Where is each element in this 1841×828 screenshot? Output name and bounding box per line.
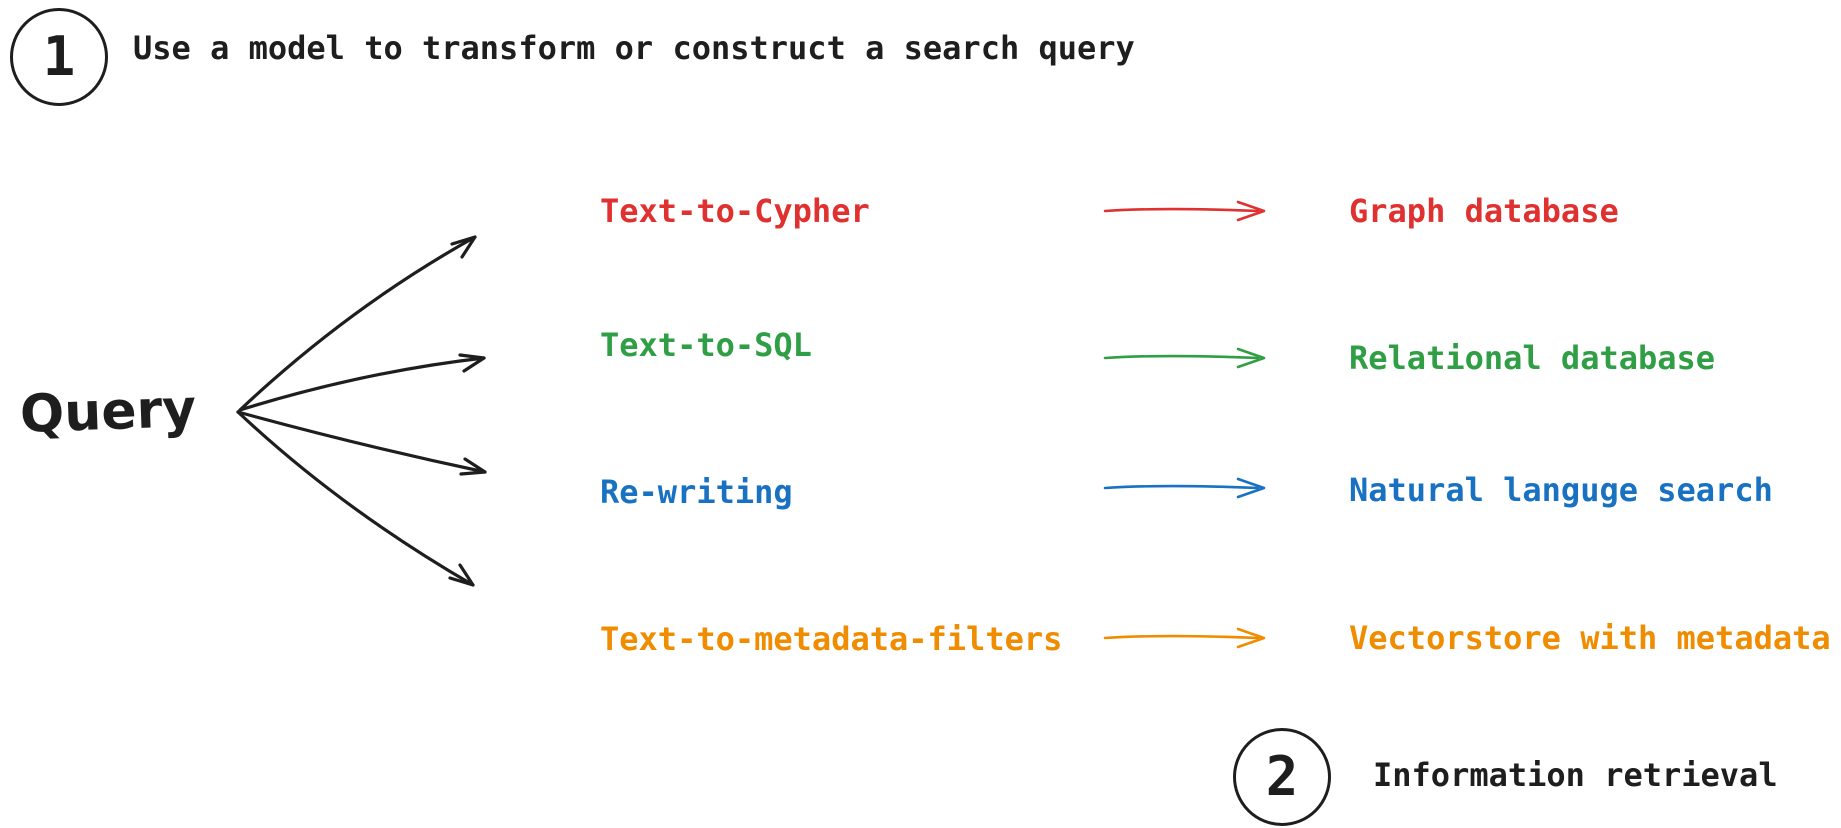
fan-arrow-to-sql [238, 356, 486, 412]
transform-label-text-to-sql: Text-to-SQL [600, 326, 812, 364]
step-1-badge: 1 [10, 8, 108, 106]
transform-label-text-to-metadata-filters: Text-to-metadata-filters [600, 620, 1063, 658]
row-arrow-sql-shaft [1103, 354, 1260, 360]
fan-arrow-to-cypher-head [450, 235, 477, 259]
query-fan-arrows [236, 235, 487, 587]
transform-label-re-writing: Re-writing [600, 473, 793, 511]
row-arrow-sql-head [1236, 347, 1266, 369]
step-2-badge: 2 [1233, 728, 1331, 826]
row-arrow-cypher-head [1236, 200, 1266, 222]
fan-arrow-to-sql-head [458, 353, 486, 373]
fan-arrow-to-rewriting [236, 410, 487, 474]
row-arrow-cypher-shaft [1103, 207, 1260, 213]
fan-arrow-to-rewriting-head [459, 457, 487, 476]
target-label-vectorstore-with-metadata: Vectorstore with metadata [1349, 619, 1831, 657]
transform-label-text-to-cypher: Text-to-Cypher [600, 192, 870, 230]
target-label-relational-database: Relational database [1349, 339, 1716, 377]
target-label-natural-language-search: Natural languge search [1349, 471, 1773, 509]
row-arrow-metadata-shaft [1103, 634, 1260, 640]
row-arrow-rewriting [1103, 477, 1266, 499]
row-arrow-rewriting-shaft [1103, 484, 1260, 490]
row-arrow-metadata-head [1236, 627, 1266, 649]
step-2-number: 2 [1265, 745, 1299, 808]
row-arrow-cypher [1103, 200, 1266, 222]
fan-arrow-to-metadata [236, 410, 475, 587]
row-arrow-sql [1103, 347, 1266, 369]
row-arrow-metadata [1103, 627, 1266, 649]
row-arrow-rewriting-head [1236, 477, 1266, 499]
fan-arrow-to-cypher [238, 235, 477, 412]
step-1-label: Use a model to transform or construct a … [133, 29, 1135, 67]
target-label-graph-database: Graph database [1349, 192, 1619, 230]
fan-arrow-to-metadata-head [448, 563, 475, 587]
query-node-label: Query [19, 378, 198, 446]
step-1-number: 1 [42, 25, 76, 88]
step-2-label: Information retrieval [1373, 756, 1778, 794]
